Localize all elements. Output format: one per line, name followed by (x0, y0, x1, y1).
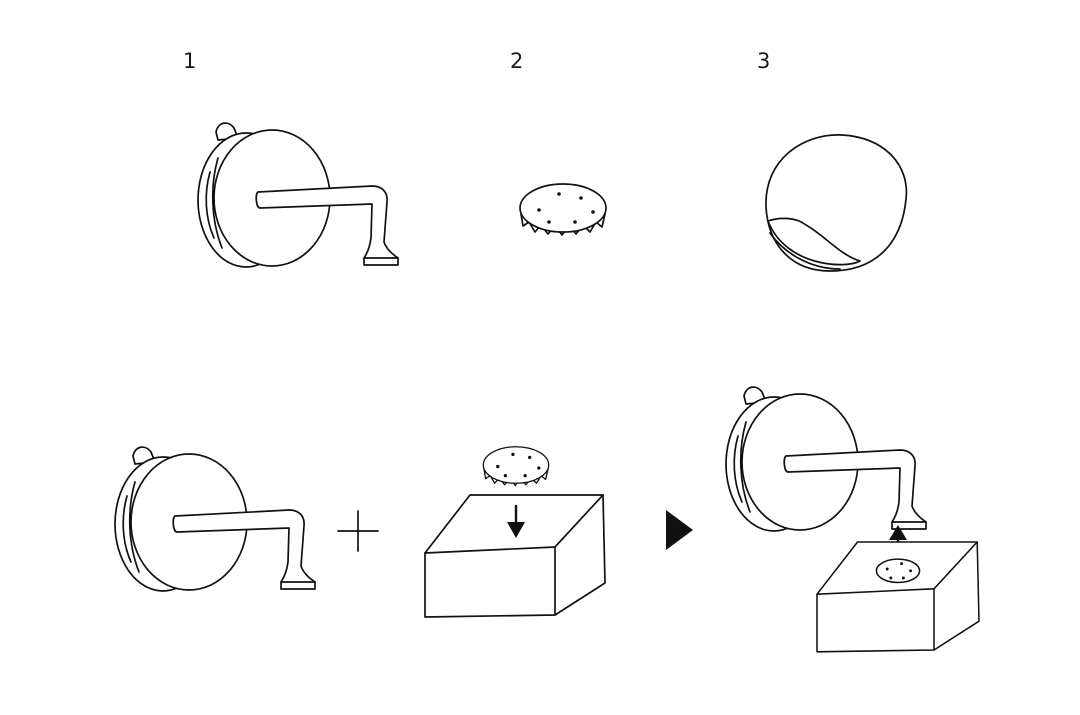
faucet-device-icon (725, 386, 927, 532)
filter-cap-icon (519, 183, 607, 236)
faucet-device-icon (197, 122, 399, 268)
step-number-3: 3 (757, 49, 771, 73)
sealed-pod-icon (765, 134, 908, 272)
sponge-block-icon (816, 541, 980, 653)
step-number-1: 1 (183, 49, 197, 73)
faucet-device-icon (114, 446, 316, 592)
step-number-2: 2 (510, 49, 524, 73)
play-arrow-icon (666, 510, 693, 550)
filter-cap-icon (482, 446, 550, 487)
plus-icon (337, 510, 379, 552)
down-arrow-icon (507, 504, 525, 538)
